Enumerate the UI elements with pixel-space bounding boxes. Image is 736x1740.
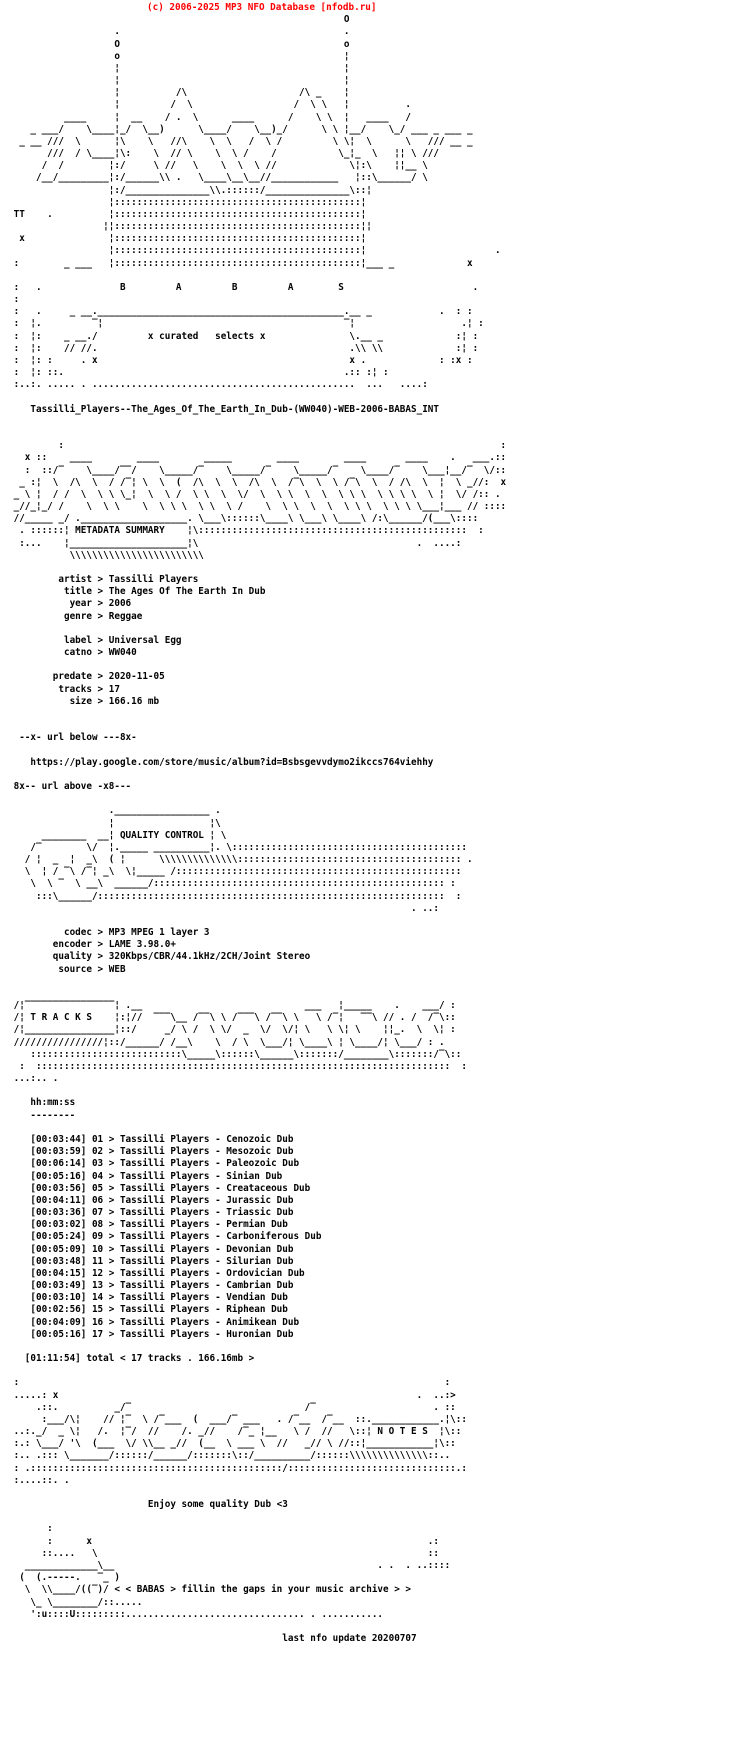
quality-fields: codec > MP3 MPEG 1 layer 3 encoder > LAM… xyxy=(52,927,311,975)
ascii-art-metadata-banner: : : x :: ____ ____ _____ ____ ____ ____ … xyxy=(13,440,507,561)
ascii-art-notes-banner: : : .....: x . ..:> .::. _/‾ xyxy=(13,1377,467,1486)
last-update-line: last nfo update 20200707 xyxy=(282,1633,417,1645)
site-copyright-header: (c) 2006-2025 MP3 NFO Database [nfodb.ru… xyxy=(147,2,377,13)
ascii-art-top-logo: O . . O o o ¦ xyxy=(13,14,501,391)
ascii-art-quality-banner: ._________________ . ¦ ¦\ ________ __¦ Q… xyxy=(24,805,473,914)
nfo-page: (c) 2006-2025 MP3 NFO Database [nfodb.ru… xyxy=(8,2,507,1645)
track-total: [01:11:54] total < 17 tracks . 166.16mb … xyxy=(24,1353,255,1365)
tracks-time-header: hh:mm:ss -------- xyxy=(30,1097,76,1121)
notes-message: Enjoy some quality Dub <3 xyxy=(147,1499,288,1511)
ascii-art-tracks-banner: /¦‾‾‾‾‾‾‾‾‾‾‾‾‾‾‾‾¦ .__ ___ ¦_____ . ___… xyxy=(13,1000,467,1085)
release-name: Tassilli_Players--The_Ages_Of_The_Earth_… xyxy=(8,403,439,415)
ascii-art-footer-logo: : : x .: ::.... \ :: _____________\__ xyxy=(19,1523,451,1620)
track-list: [00:03:44] 01 > Tassilli Players - Cenoz… xyxy=(30,1133,322,1340)
metadata-fields: artist > Tassilli Players title > The Ag… xyxy=(52,574,266,707)
url-section: --x- url below ---8x- https://play.googl… xyxy=(13,732,434,792)
